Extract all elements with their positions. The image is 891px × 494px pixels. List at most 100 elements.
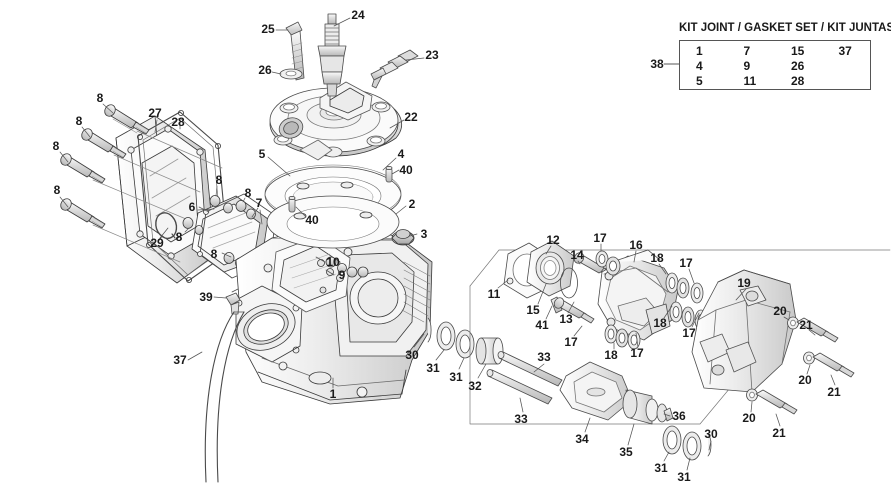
callout-label-23: 23 — [425, 48, 439, 62]
parts-33-34-35-36 — [486, 351, 712, 461]
part-19-outer-cover — [691, 269, 797, 393]
part-26-washer — [279, 68, 303, 80]
callout-label-20: 20 — [742, 411, 756, 425]
callout-label-21: 21 — [772, 426, 786, 440]
callout-label-3: 3 — [420, 227, 428, 241]
kit-table-cell: 11 — [743, 74, 757, 89]
part-16-pump-body — [597, 249, 679, 341]
callout-label-40: 40 — [399, 163, 413, 177]
leader-lines-left-bolts — [59, 103, 223, 263]
part-1-cylinder — [235, 223, 433, 405]
callout-label-17: 17 — [630, 346, 644, 360]
callout-label-20: 20 — [798, 373, 812, 387]
kit-table-grid: 1 7 15 37 4 9 26 5 11 28 — [680, 41, 870, 89]
callout-label-30: 30 — [405, 348, 419, 362]
callout-label-12: 12 — [546, 233, 560, 247]
callout-label-8: 8 — [215, 173, 223, 187]
parts-20-21-fasteners — [746, 316, 855, 415]
callout-label-13: 13 — [559, 312, 573, 326]
callout-label-8: 8 — [175, 230, 183, 244]
kit-table-cell: 28 — [791, 74, 805, 89]
callout-label-35: 35 — [619, 445, 633, 459]
callout-label-20: 20 — [773, 304, 787, 318]
kit-table-cell: 5 — [696, 74, 703, 89]
callout-label-8: 8 — [52, 139, 60, 153]
callout-label-5: 5 — [258, 147, 266, 161]
callout-label-26: 26 — [258, 63, 272, 77]
callout-label-16: 16 — [629, 238, 643, 252]
callout-label-8: 8 — [96, 91, 104, 105]
callout-label-1: 1 — [329, 387, 337, 401]
callout-label-31: 31 — [677, 470, 691, 484]
callout-label-21: 21 — [799, 318, 813, 332]
callout-label-6: 6 — [188, 200, 196, 214]
kit-table-cell: 4 — [696, 58, 703, 73]
callout-label-8: 8 — [210, 247, 218, 261]
callout-label-17: 17 — [682, 326, 696, 340]
callout-label-29: 29 — [150, 236, 164, 250]
kit-table-cell: 1 — [696, 43, 703, 58]
callout-leader-lines — [154, 17, 836, 471]
part-24-spark-plug — [317, 13, 347, 107]
part-23-temperature-sensor — [370, 49, 419, 89]
callout-label-8: 8 — [53, 183, 61, 197]
callout-label-28: 28 — [171, 115, 185, 129]
callout-label-18: 18 — [604, 348, 618, 362]
part-37-hose — [204, 311, 245, 483]
callout-label-31: 31 — [426, 361, 440, 375]
callout-label-9: 9 — [338, 268, 346, 282]
callout-label-39: 39 — [199, 290, 213, 304]
kit-table-cell: 9 — [743, 58, 751, 73]
callout-label-40: 40 — [305, 213, 319, 227]
callout-label-17: 17 — [593, 231, 607, 245]
callout-label-8: 8 — [75, 114, 83, 128]
callout-label-30: 30 — [704, 427, 718, 441]
callout-label-7: 7 — [255, 196, 263, 210]
part-4-5-gaskets — [264, 164, 402, 249]
kit-table-cell: 7 — [743, 43, 751, 58]
kit-table-leader-label: 38 — [650, 57, 664, 71]
callout-label-27: 27 — [148, 106, 162, 120]
kit-table-cell: 15 — [791, 43, 805, 58]
callout-label-18: 18 — [650, 251, 664, 265]
kit-table-cell: 26 — [791, 58, 805, 73]
callout-label-11: 11 — [487, 287, 501, 301]
part-9-10-fittings — [325, 256, 369, 278]
callout-label-8: 8 — [244, 186, 252, 200]
parts-30-31-32-left — [427, 317, 504, 365]
callout-label-14: 14 — [570, 248, 584, 262]
callout-label-33: 33 — [514, 412, 528, 426]
callout-label-21: 21 — [827, 385, 841, 399]
callout-label-37: 37 — [173, 353, 187, 367]
part-39-bleed-fitting — [225, 288, 241, 315]
callout-label-32: 32 — [468, 379, 482, 393]
callout-label-33: 33 — [537, 350, 551, 364]
callout-label-19: 19 — [737, 276, 751, 290]
part-40-dowels — [288, 165, 393, 213]
callout-label-15: 15 — [526, 303, 540, 317]
kit-table-title: KIT JOINT / GASKET SET / KIT JUNTAS — [679, 22, 891, 34]
callout-label-22: 22 — [404, 110, 418, 124]
part-3-nut — [391, 229, 415, 246]
callout-label-10: 10 — [326, 255, 340, 269]
part-22-cylinder-head — [269, 81, 403, 161]
parts-11-12-pump-gasket — [503, 240, 578, 314]
group-frame-pump — [469, 249, 891, 425]
callout-label-24: 24 — [351, 8, 365, 22]
kit-table: 1 7 15 37 4 9 26 5 11 28 — [679, 40, 871, 90]
callout-label-4: 4 — [397, 147, 405, 161]
callout-label-31: 31 — [654, 461, 668, 475]
callout-label-31: 31 — [449, 370, 463, 384]
callout-label-34: 34 — [575, 432, 589, 446]
kit-table-cell: 37 — [838, 43, 852, 58]
callout-label-18: 18 — [653, 316, 667, 330]
callout-label-17: 17 — [564, 335, 578, 349]
part-25-bolt — [285, 21, 305, 81]
callout-label-2: 2 — [408, 197, 416, 211]
part-27-cover — [115, 115, 216, 284]
callout-label-36: 36 — [672, 409, 686, 423]
callout-label-17: 17 — [679, 256, 693, 270]
callout-label-25: 25 — [261, 22, 275, 36]
